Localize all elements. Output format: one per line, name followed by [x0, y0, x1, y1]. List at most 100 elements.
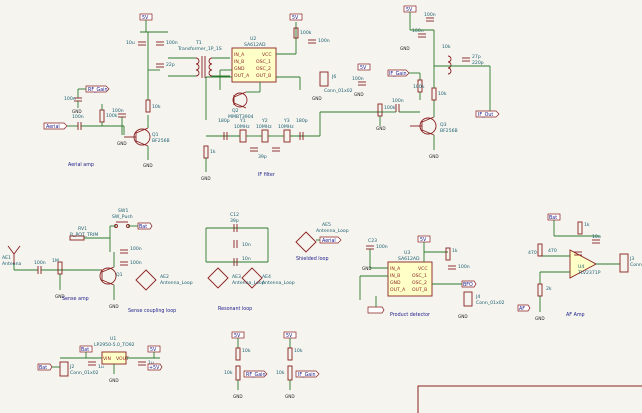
- u2-pin-gnd: GND: [234, 66, 245, 72]
- af-label-text: AF: [519, 306, 525, 312]
- bat-label-sense-text: Bat: [139, 224, 147, 230]
- u2-ic: [231, 47, 277, 83]
- gnd-pot1: GND: [233, 394, 243, 399]
- r21-value: 1k: [584, 222, 590, 228]
- af-amp-title: AF Amp: [566, 312, 585, 318]
- c17-value: 180p: [296, 118, 308, 124]
- gnd-pot2: GND: [285, 394, 295, 399]
- r19-value: 2k: [546, 286, 552, 292]
- u3-ic: [387, 261, 433, 297]
- q4-transistor: [99, 267, 117, 285]
- u3-pin-osc2: OSC_2: [412, 280, 427, 286]
- j6-ref: J6: [331, 74, 336, 80]
- j6-connector: [319, 71, 329, 87]
- j1-connector: [59, 361, 69, 377]
- r1-resistor: [99, 109, 105, 123]
- r3-resistor: [145, 99, 151, 113]
- u2-pin-out-a: OUT_A: [234, 73, 250, 79]
- if-out-net-label: [475, 110, 500, 118]
- bat-net-label-reg: [37, 363, 53, 371]
- u4-ref: U4: [578, 264, 584, 270]
- u3-pin-out-a: OUT_A: [390, 287, 406, 293]
- c26-value: 100n: [424, 12, 436, 18]
- aerial-net-label: [43, 122, 68, 130]
- power-5v-if-left: [357, 63, 371, 71]
- ae2-value: Antenna_Loop: [160, 280, 193, 286]
- u3-value: SA612AD: [398, 256, 420, 262]
- c12-value: 39p: [230, 218, 239, 224]
- if-out-label-text: IF_Out: [478, 112, 493, 118]
- p5v-label-text: +5V: [149, 365, 160, 371]
- c10-value: 1u: [148, 360, 154, 366]
- sense-amp-title: Sense amp: [62, 296, 89, 302]
- u2-pin-vcc: VCC: [262, 52, 272, 58]
- power-5v-if-left-text: 5V: [360, 65, 367, 71]
- u4-opamp: [569, 249, 597, 279]
- product-detector-title: Product detector: [390, 312, 430, 318]
- r12-resistor: [431, 87, 437, 101]
- ae4-ref: AE4: [262, 274, 271, 280]
- r23-value: 10k: [294, 348, 303, 354]
- if-gain-net-label-2: [295, 370, 320, 378]
- r23-resistor: [287, 347, 293, 361]
- ae5-value: Antenna_Loop: [316, 228, 349, 234]
- y3-ref: Y3: [283, 118, 290, 124]
- gnd-j5: GND: [458, 314, 468, 319]
- c14-value: 100n: [130, 246, 142, 252]
- r19-resistor: [537, 283, 543, 297]
- if-gain-net-label: [387, 69, 410, 77]
- u1-pin-vin: VIN: [103, 356, 111, 362]
- gnd-q1: GND: [143, 163, 153, 168]
- u2-ref: U2: [250, 36, 256, 42]
- u3-pin-in-a: IN_A: [390, 266, 401, 272]
- r10-resistor: [377, 103, 383, 117]
- c15-value: 100n: [130, 260, 142, 266]
- aerial-amp-title: Aerial amp: [68, 162, 94, 168]
- rv1-value: R_POT_TRIM: [70, 232, 98, 238]
- r18-resistor: [537, 243, 543, 257]
- q3-ref: Q3: [440, 122, 447, 128]
- transformer-t1: T1 Transformer_1P_1S: [168, 40, 230, 78]
- ae2-loop: [135, 269, 157, 291]
- r8-value: 1k: [210, 149, 216, 155]
- j3-ref: J3: [629, 256, 634, 262]
- title-block-frame: [417, 385, 642, 413]
- q1-value: BF256B: [152, 138, 170, 144]
- ae5-ref: AE5: [322, 222, 331, 228]
- l-tank-value: 10k: [442, 44, 451, 50]
- r5-value: 100k: [300, 30, 312, 36]
- y2-crystal: [261, 129, 269, 143]
- gnd-af: GND: [535, 316, 545, 321]
- gnd-c23: GND: [362, 266, 372, 271]
- c28-value: 220p: [472, 60, 484, 66]
- u2-value: SA612AD: [244, 42, 266, 48]
- r5-resistor: [293, 27, 299, 39]
- shunt-cap-value: 39p: [258, 154, 267, 160]
- y3-crystal: [283, 129, 291, 143]
- if-filter-title: IF filter: [258, 172, 275, 178]
- ae1-value: Antenna: [2, 261, 22, 267]
- rv3-value: 10k: [276, 370, 285, 376]
- y2-ref: Y2: [261, 118, 268, 124]
- bfo-net-label: [461, 280, 477, 288]
- c13-value: 100n: [34, 260, 46, 266]
- q1-ref: Q1: [152, 132, 159, 138]
- r1-value: 100k: [106, 113, 118, 119]
- c19-value: 10n: [242, 256, 251, 262]
- r3-value: 10k: [152, 104, 161, 110]
- p5v-net-label: [147, 363, 163, 371]
- c8-value: 1u: [98, 364, 104, 370]
- ae3-ref: AE3: [232, 274, 241, 280]
- u3-pin-osc1: OSC_1: [412, 273, 427, 279]
- u3-pin-gnd: GND: [390, 280, 401, 286]
- bfo-label-text: BFO: [463, 282, 473, 288]
- c23-ref: C23: [368, 238, 377, 244]
- u1-pin-vout: VOUT: [116, 356, 129, 362]
- aerial-label-2-text: Aerial: [322, 238, 336, 244]
- gnd-reg: GND: [109, 378, 119, 383]
- j6-value: Conn_01x02: [324, 88, 353, 94]
- aerial-net-label-2: [319, 236, 342, 244]
- c12-ref: C12: [230, 212, 239, 218]
